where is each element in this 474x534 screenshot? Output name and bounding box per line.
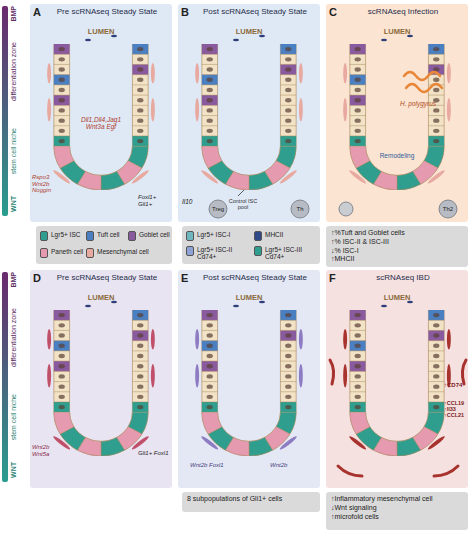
- axis-label: BMP: [10, 6, 18, 22]
- panel-title: scRNAseq Infection: [342, 8, 464, 17]
- summary-line: ↑%Tuft and Goblet cells: [331, 229, 463, 238]
- axis-label: stem cell niche: [10, 394, 18, 440]
- legend-entry: Mesenchymal cell: [86, 248, 156, 258]
- axis-label: stem cell niche: [10, 128, 18, 174]
- legend-text: Lgr5+ ISC-II Cd74+: [197, 246, 250, 261]
- legend-swatch: [254, 231, 262, 241]
- legend-entry: Lgr5+ ISC-I: [186, 231, 250, 241]
- summary-box: ↑%Tuft and Goblet cells↑% ISC-II & ISC-I…: [326, 226, 468, 267]
- legend-text: Lgr5+ ISC: [51, 231, 80, 238]
- legend-text: MHCII: [265, 231, 283, 238]
- legend-swatch: [254, 246, 262, 256]
- summary-line: ↑% ISC-II & ISC-III: [331, 238, 463, 247]
- annotation: LUMEN: [367, 294, 427, 302]
- annotation: H. polygyrus: [400, 100, 460, 107]
- panel-letter: F: [329, 272, 336, 284]
- legend-box: [182, 226, 320, 264]
- legend-entry: Tuft cell: [86, 231, 126, 241]
- annotation: Wnt2b Foxl1: [190, 462, 234, 469]
- annotation: LUMEN: [219, 294, 279, 302]
- summary-line: ↑MHCII: [331, 255, 463, 264]
- legend-swatch: [40, 248, 48, 258]
- legend-text: Lgr5+ ISC-I: [197, 231, 230, 238]
- legend-entry: Lgr5+ ISC-III Cd74+: [254, 246, 318, 261]
- summary-line: ↑Inflammatory mesenchymal cell: [331, 495, 463, 504]
- annotation: Il10: [182, 198, 204, 205]
- legend-entry: Lgr5+ ISC-II Cd74+: [186, 246, 250, 261]
- legend-entry: MHCII: [254, 231, 314, 241]
- summary-line: 8 subpopulations of Gli1+ cells: [187, 495, 315, 504]
- figure-panel: CscRNAseq Infection: [326, 4, 468, 222]
- axis-label: BMP: [10, 272, 18, 288]
- legend-swatch: [186, 231, 194, 241]
- summary-line: ↓% ISC-I: [331, 247, 463, 256]
- legend-entry: Lgr5+ ISC: [40, 231, 84, 241]
- summary-box: ↑Inflammatory mesenchymal cell↓Wnt signa…: [326, 492, 468, 530]
- axis-label: WNT: [10, 196, 18, 212]
- legend-swatch: [40, 231, 48, 241]
- annotation: Wnt2b: [270, 462, 300, 469]
- axis-label: differentiation zone: [10, 308, 18, 367]
- axis-label: differentiation zone: [10, 42, 18, 101]
- legend-text: Mesenchymal cell: [97, 248, 149, 255]
- annotation: ↑CD74: [444, 382, 468, 389]
- annotation: ↑CCL19 ↑Il33 ↑CCL21: [444, 400, 468, 418]
- legend-swatch: [128, 231, 136, 241]
- panel-title: Post scRNAseq Steady State: [194, 8, 316, 17]
- legend-swatch: [186, 246, 194, 256]
- annotation: Control ISC pool: [228, 198, 258, 210]
- panel-letter: B: [181, 6, 189, 18]
- panel-letter: E: [181, 272, 188, 284]
- annotation: LUMEN: [367, 28, 427, 36]
- legend-entry: Goblet cell: [128, 231, 172, 241]
- panel-title: Pre scRNAseq Steady State: [46, 274, 168, 283]
- panel-letter: A: [33, 6, 41, 18]
- axis-label: WNT: [10, 462, 18, 478]
- annotation: Treg: [208, 206, 228, 213]
- annotation: LUMEN: [219, 28, 279, 36]
- annotation: Gli1+ Foxl1: [138, 450, 172, 457]
- panel-title: scRNAseq IBD: [342, 274, 464, 283]
- panel-letter: D: [33, 272, 41, 284]
- annotation: Remodeling: [370, 152, 424, 159]
- figure-panel: FscRNAseq IBD: [326, 270, 468, 488]
- figure-panel: E Post scRNAseq Steady State: [178, 270, 320, 488]
- legend-swatch: [86, 231, 94, 241]
- annotation: Wnt2b Wnt5a: [32, 444, 62, 457]
- legend-swatch: [86, 248, 94, 258]
- summary-box: 8 subpopulations of Gli1+ cells: [182, 492, 320, 512]
- annotation: Th2: [440, 206, 456, 213]
- gradient-bar: [2, 6, 8, 216]
- legend-entry: Paneth cell: [40, 248, 84, 258]
- summary-line: ↓Wnt signaling: [331, 504, 463, 513]
- gradient-bar: [2, 272, 8, 482]
- annotation: LUMEN: [71, 28, 131, 36]
- annotation: LUMEN: [71, 294, 131, 302]
- legend-text: Lgr5+ ISC-III Cd74+: [265, 246, 318, 261]
- panel-letter: C: [329, 6, 337, 18]
- annotation: Dll1,Dll4,Jag1 Wnt3a Egf: [72, 116, 130, 130]
- figure-panel: A Pre scRNAseq Steady State: [30, 4, 172, 222]
- legend-text: Goblet cell: [139, 231, 170, 238]
- legend-text: Paneth cell: [51, 248, 83, 255]
- annotation: Th: [292, 206, 308, 213]
- panel-title: Pre scRNAseq Steady State: [46, 8, 168, 17]
- annotation: Foxl1+ Gli1+: [138, 194, 172, 207]
- legend-box: [36, 226, 172, 264]
- figure-panel: B Post scRNAseq Steady State: [178, 4, 320, 222]
- legend-text: Tuft cell: [97, 231, 120, 238]
- summary-line: ↑microfold cells: [331, 513, 463, 522]
- panel-title: Post scRNAseq Steady State: [194, 274, 316, 283]
- annotation: Rspo3 Wnt2b Noggin: [32, 174, 62, 194]
